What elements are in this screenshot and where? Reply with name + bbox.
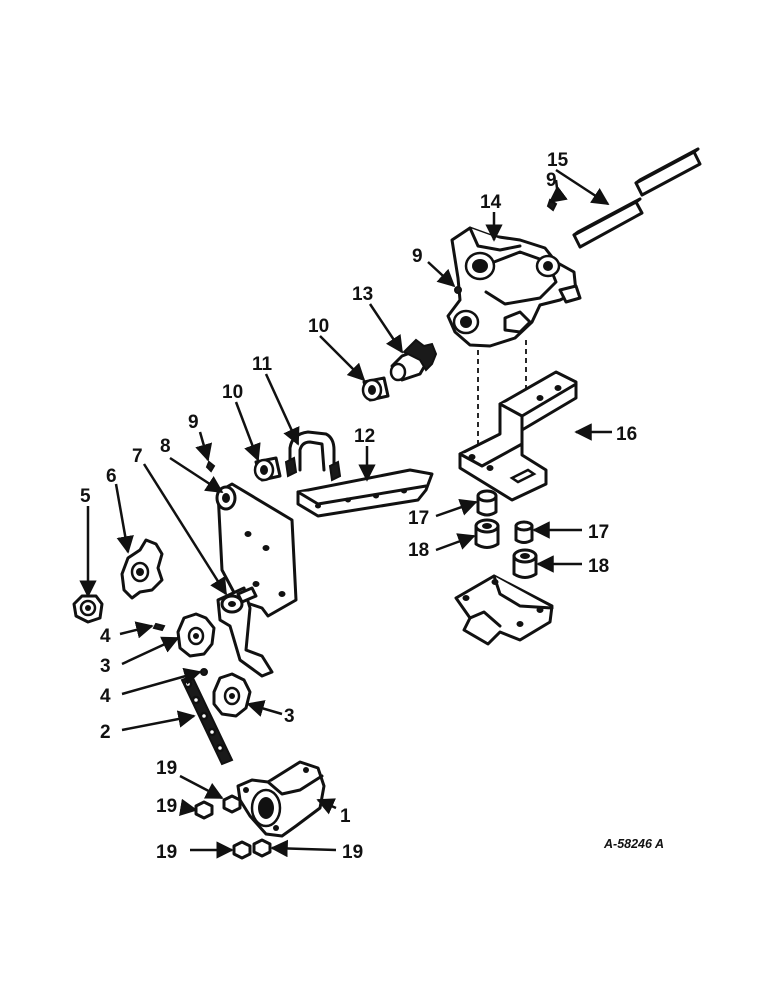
part-10-bushing-upper [361, 376, 390, 402]
part-19-nut-a [222, 794, 242, 814]
part-17-spacer-right [514, 520, 534, 544]
part-7-idler-arm [216, 586, 274, 678]
part-12-angle-strap [296, 468, 434, 518]
callout-1: 1 [340, 806, 351, 827]
leader-19-b [179, 798, 198, 817]
part-9-pin-housing [454, 286, 462, 294]
leader-10-lower [234, 401, 261, 462]
callout-17-right: 17 [588, 522, 609, 543]
leader-17-left [435, 498, 478, 518]
leader-6 [114, 483, 134, 554]
leader-8 [169, 456, 224, 494]
callout-labels: 15 9 14 9 13 10 11 12 10 9 8 7 6 5 4 3 4… [80, 150, 637, 863]
leader-4-lower [121, 667, 202, 696]
callout-12: 12 [354, 426, 375, 447]
callout-6: 6 [106, 466, 117, 487]
callout-4-upper: 4 [100, 626, 111, 647]
callout-19-a: 19 [156, 758, 177, 779]
callout-5: 5 [80, 486, 91, 507]
callout-18-right: 18 [588, 556, 609, 577]
leader-3-upper [121, 636, 180, 666]
callout-3-lower: 3 [284, 706, 295, 727]
part-5-nut [72, 594, 104, 624]
part-15-shaft [572, 147, 702, 249]
callout-13: 13 [352, 284, 373, 305]
leader-4-upper [119, 621, 154, 639]
leader-19-d [270, 839, 337, 858]
part-6-sprocket [120, 538, 164, 600]
leader-19-a [179, 774, 224, 800]
part-19-nut-c [232, 840, 252, 860]
leader-9-plate [195, 431, 213, 462]
callout-9-housing: 9 [412, 246, 423, 267]
leader-13 [368, 303, 404, 354]
callout-17-left: 17 [408, 508, 429, 529]
part-19-nut-d [252, 838, 272, 858]
part-18-sleeve-right [512, 548, 538, 579]
leader-lines [79, 168, 612, 859]
callout-18-left: 18 [408, 540, 429, 561]
part-3-sprocket-upper [176, 612, 216, 658]
leader-7 [142, 463, 228, 596]
leader-1 [316, 798, 337, 815]
leader-18-left [435, 533, 476, 552]
callout-3-upper: 3 [100, 656, 111, 677]
part-3-sprocket-lower [212, 672, 252, 718]
callout-2: 2 [100, 722, 111, 743]
callout-10-upper: 10 [308, 316, 329, 337]
part-10-bushing-lower [253, 456, 282, 482]
callout-19-c: 19 [156, 842, 177, 863]
callout-10-lower: 10 [222, 382, 243, 403]
drawing-number: A-58246 A [603, 837, 664, 851]
callout-19-b: 19 [156, 796, 177, 817]
leader-9-housing [427, 261, 456, 288]
part-19-nut-b [194, 800, 214, 820]
part-11-u-bolt [284, 430, 342, 482]
callout-9-top: 9 [546, 170, 557, 191]
leader-2 [121, 710, 196, 732]
part-14-gear-housing [446, 226, 582, 348]
leader-11 [264, 373, 300, 446]
callout-9-plate: 9 [188, 412, 199, 433]
callout-15: 15 [547, 150, 569, 171]
part-13-gear [389, 338, 438, 382]
leader-15 [555, 168, 610, 206]
part-4-key-upper [152, 622, 166, 632]
leader-3-lower [246, 700, 283, 717]
callout-16: 16 [616, 424, 637, 445]
callout-19-d: 19 [342, 842, 363, 863]
callout-14: 14 [480, 192, 502, 213]
part-4-key-lower [200, 668, 208, 676]
callout-4-lower: 4 [100, 686, 111, 707]
callout-7: 7 [132, 446, 143, 467]
part-18-sleeve-left [474, 518, 500, 549]
leader-9-top [548, 179, 568, 204]
part-9-pin-plate [205, 460, 216, 473]
leader-10-upper [319, 335, 366, 382]
callout-11: 11 [252, 354, 273, 375]
callout-8: 8 [160, 436, 171, 457]
part-17-spacer-left [476, 489, 498, 517]
lower-mount-plate [454, 574, 554, 646]
part-1-bearing-housing [236, 760, 326, 838]
part-16-bracket [458, 370, 578, 502]
